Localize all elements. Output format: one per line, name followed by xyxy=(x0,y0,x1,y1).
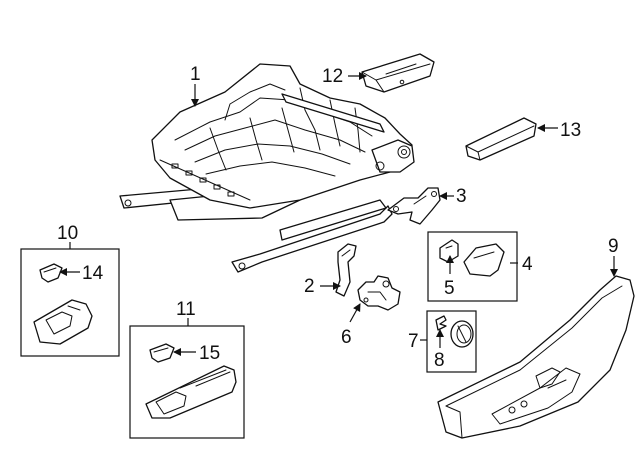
callout-15: 15 xyxy=(199,343,220,364)
part-7-group-box xyxy=(426,310,477,373)
part-13-cover xyxy=(465,117,537,161)
callout-3: 3 xyxy=(456,186,467,207)
part-8-clip xyxy=(435,315,447,331)
part-9-side-shield xyxy=(437,275,635,439)
part-2-bracket xyxy=(335,243,357,297)
callout-9: 9 xyxy=(608,236,619,257)
callout-11: 11 xyxy=(176,299,196,320)
callout-14: 14 xyxy=(82,263,104,284)
callout-2: 2 xyxy=(304,276,315,297)
part-11-panel xyxy=(145,365,237,419)
part-15-clip xyxy=(149,343,175,363)
callout-4: 4 xyxy=(522,254,533,275)
part-4-group-box xyxy=(427,231,518,302)
callout-5: 5 xyxy=(444,278,455,299)
callout-12: 12 xyxy=(322,66,343,87)
part-3-bracket xyxy=(387,187,441,225)
seat-frame-part xyxy=(119,63,415,273)
callout-7: 7 xyxy=(408,331,419,352)
part-14-clip xyxy=(39,263,63,283)
part-12-cover xyxy=(361,53,435,93)
callout-13: 13 xyxy=(560,120,581,141)
part-5-clip xyxy=(439,239,459,263)
part-7-knob xyxy=(450,320,474,348)
part-4-handle xyxy=(463,243,505,277)
callout-1: 1 xyxy=(190,64,201,85)
callout-8: 8 xyxy=(434,350,445,371)
leader-lines xyxy=(59,72,618,356)
callout-6: 6 xyxy=(341,327,352,348)
part-10-panel xyxy=(33,299,93,345)
part-6-motor xyxy=(357,275,401,311)
callout-10: 10 xyxy=(57,223,78,244)
part-11-group-box xyxy=(129,325,245,439)
